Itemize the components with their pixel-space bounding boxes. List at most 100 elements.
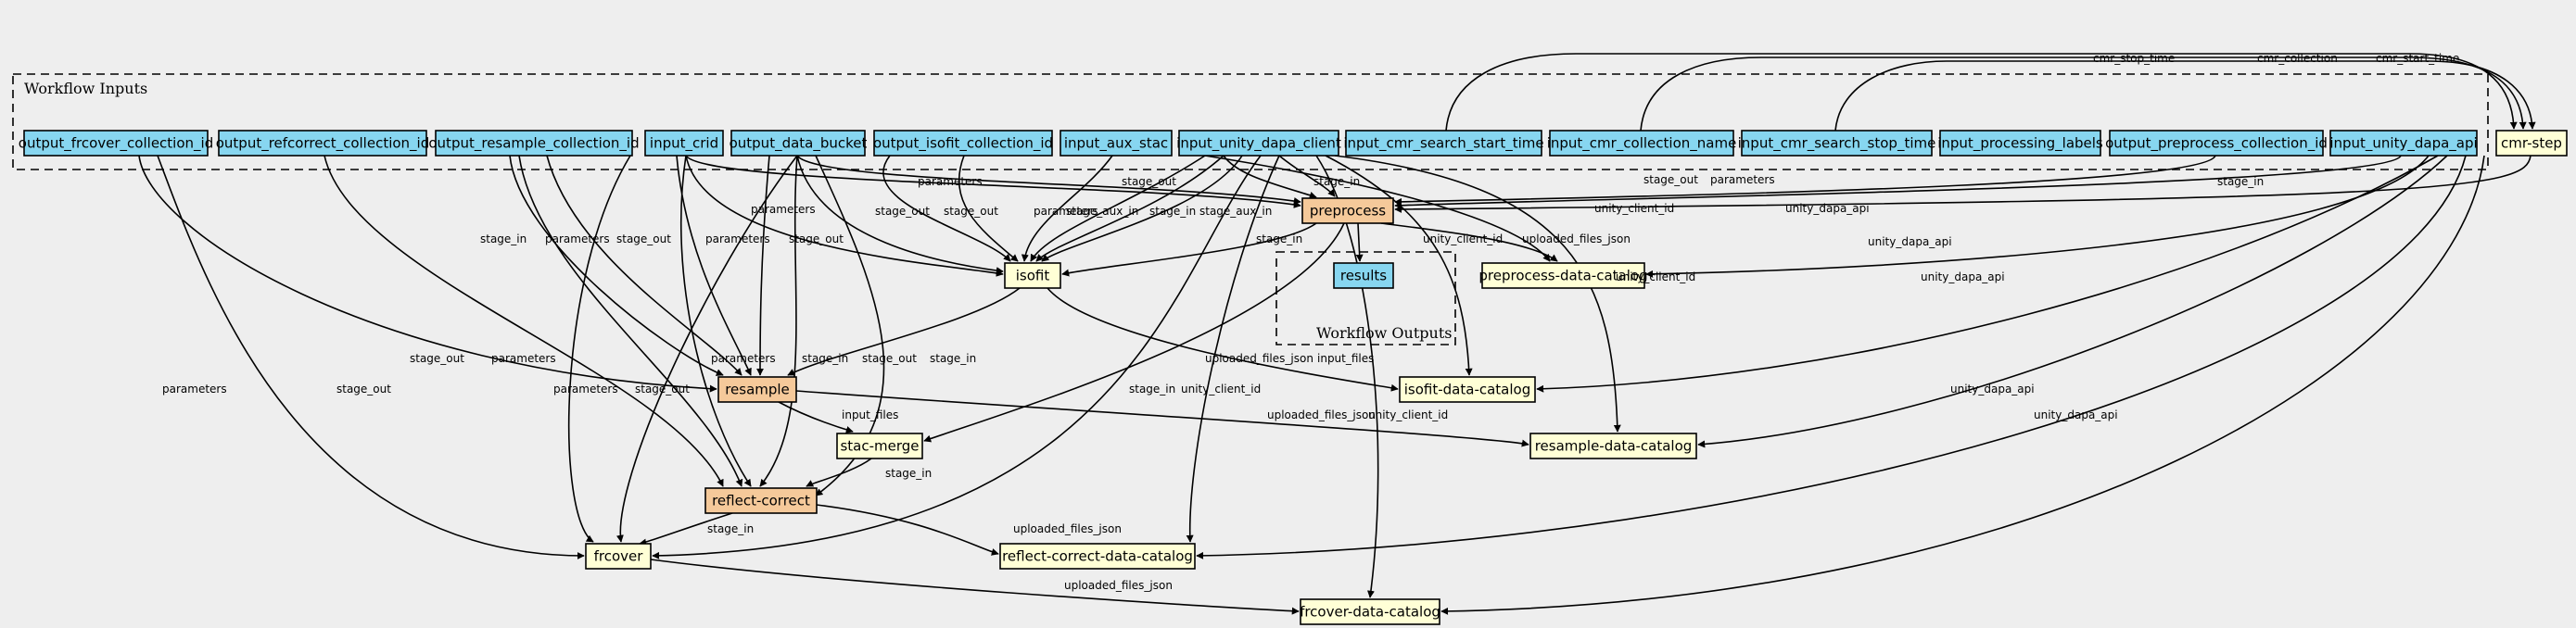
edge-49 xyxy=(1645,155,2430,278)
edge-label-stage-in: stage_in xyxy=(1256,232,1302,245)
edge-44 xyxy=(1186,155,1280,543)
edge-2 xyxy=(1834,60,2536,132)
node-box xyxy=(218,130,427,157)
edge-5 xyxy=(1394,155,2216,206)
edge-7 xyxy=(796,155,1301,205)
edge-53 xyxy=(1440,155,2485,615)
node-input-processing-labels: input_processing_labels xyxy=(1937,130,2103,157)
edge-label-unity-client-id: unity_client_id xyxy=(1616,270,1695,283)
edge-label-stage-out: stage_out xyxy=(789,232,844,245)
edge-label-stage-in: stage_in xyxy=(1313,175,1360,188)
node-label: isofit xyxy=(1016,268,1050,284)
node-box xyxy=(2109,130,2324,157)
node-resample-data-catalog: resample-data-catalog xyxy=(1529,433,1697,459)
edge-label-parameters: parameters xyxy=(553,383,618,396)
node-label: input_cmr_collection_name xyxy=(1547,135,1737,153)
node-reflect-correct-data-catalog: reflect-correct-data-catalog xyxy=(999,543,1196,570)
node-output-data-bucket: output_data_bucket xyxy=(730,130,868,157)
edge-1 xyxy=(1640,57,2527,132)
edge-42 xyxy=(652,155,1262,559)
node-box xyxy=(717,376,797,403)
edge-14 xyxy=(796,155,1004,275)
edge-36 xyxy=(806,458,872,487)
node-box xyxy=(435,130,633,157)
workflow-outputs-label: Workflow Outputs xyxy=(1316,324,1452,342)
node-label: preprocess xyxy=(1310,203,1386,220)
node-output-resample-collection-id: output_resample_collection_id xyxy=(428,130,640,157)
node-label: output_resample_collection_id xyxy=(428,135,639,153)
edge-label-uploaded-files-json: uploaded_files_json xyxy=(1267,408,1376,421)
node-frcover: frcover xyxy=(585,543,652,570)
edge-label-stage-in: stage_in xyxy=(1149,205,1196,218)
node-box xyxy=(585,543,652,570)
node-label: stac-merge xyxy=(840,438,919,455)
node-box xyxy=(1178,130,1339,157)
edge-label-stage-out: stage_out xyxy=(635,383,690,396)
edge-label-stage-in: stage_in xyxy=(2217,175,2264,188)
node-label: results xyxy=(1340,268,1387,284)
edge-6 xyxy=(685,155,1301,208)
edge-22 xyxy=(1047,287,1399,392)
edge-label-stage-in: stage_in xyxy=(802,352,848,365)
node-label: input_unity_dapa_client xyxy=(1176,135,1341,153)
edge-label-cmr-collection: cmr_collection xyxy=(2257,52,2338,65)
edge-label-input-files: input_files xyxy=(1317,352,1374,365)
edge-label-unity-dapa-api: unity_dapa_api xyxy=(1921,270,2005,283)
edge-label-parameters: parameters xyxy=(705,232,770,245)
edge-label-unity-client-id: unity_client_id xyxy=(1594,202,1674,215)
node-box xyxy=(1741,130,1933,157)
edge-19 xyxy=(1041,155,1243,262)
node-output-refcorrect-collection-id: output_refcorrect_collection_id xyxy=(216,130,430,157)
edge-18 xyxy=(1035,155,1225,262)
node-input-cmr-search-stop-time: input_cmr_search_stop_time xyxy=(1738,130,1935,157)
node-label: input_aux_stac xyxy=(1064,135,1168,153)
edge-label-unity-client-id: unity_client_id xyxy=(1368,408,1448,421)
node-box xyxy=(1529,433,1697,459)
edge-label-uploaded-files-json: uploaded_files_json xyxy=(1064,579,1173,592)
edge-41 xyxy=(615,155,798,543)
edge-label-uploaded-files-json: uploaded_files_json xyxy=(1522,232,1631,245)
edge-label-stage-aux-in: stage_aux_in xyxy=(1199,205,1272,218)
edge-label-parameters: parameters xyxy=(1710,173,1775,186)
edge-label-unity-dapa-api: unity_dapa_api xyxy=(1785,202,1870,215)
edge-label-parameters: parameters xyxy=(711,352,776,365)
node-input-unity-dapa-api: input_unity_dapa_api xyxy=(2329,130,2478,157)
edge-15 xyxy=(958,155,1019,262)
node-box xyxy=(1004,262,1061,289)
edge-label-parameters: parameters xyxy=(918,175,983,188)
edge-8 xyxy=(1223,155,1317,199)
edge-37 xyxy=(639,512,733,546)
edge-16 xyxy=(1021,155,1113,262)
node-label: input_cmr_search_start_time xyxy=(1343,135,1543,153)
node-box xyxy=(1399,376,1536,403)
node-box xyxy=(873,130,1053,157)
node-box xyxy=(1060,130,1173,157)
node-box xyxy=(999,543,1196,570)
edge-label-stage-aux-in: stage_aux_in xyxy=(1066,205,1138,218)
node-label: resample-data-catalog xyxy=(1535,438,1693,455)
node-isofit-data-catalog: isofit-data-catalog xyxy=(1399,376,1536,403)
node-stac-merge: stac-merge xyxy=(836,433,923,459)
edge-10 xyxy=(1061,222,1317,277)
edge-43 xyxy=(650,559,1300,615)
workflow-inputs-label: Workflow Inputs xyxy=(24,80,147,97)
edge-30 xyxy=(923,222,1345,443)
node-resample: resample xyxy=(717,376,797,403)
edge-label-stage-out: stage_out xyxy=(1122,175,1176,188)
node-output-frcover-collection-id: output_frcover_collection_id xyxy=(19,130,213,157)
edge-labels: cmr_stop_time cmr_collection cmr_start_tim… xyxy=(162,52,2459,592)
edge-51 xyxy=(1697,155,2448,448)
node-box xyxy=(836,433,923,459)
node-label: output_data_bucket xyxy=(730,135,868,153)
edge-label-cmr-start-time: cmr_start_time xyxy=(2376,52,2459,65)
node-results: results xyxy=(1333,262,1394,289)
edge-3 xyxy=(1394,155,2532,213)
edge-label-cmr-stop-time: cmr_stop_time xyxy=(2093,52,2175,65)
node-label: frcover xyxy=(594,548,644,565)
edge-label-stage-out: stage_out xyxy=(862,352,917,365)
node-isofit: isofit xyxy=(1004,262,1061,289)
node-label: output_refcorrect_collection_id xyxy=(216,135,430,153)
edge-46 xyxy=(1325,155,1473,376)
edge-31 xyxy=(324,155,724,487)
